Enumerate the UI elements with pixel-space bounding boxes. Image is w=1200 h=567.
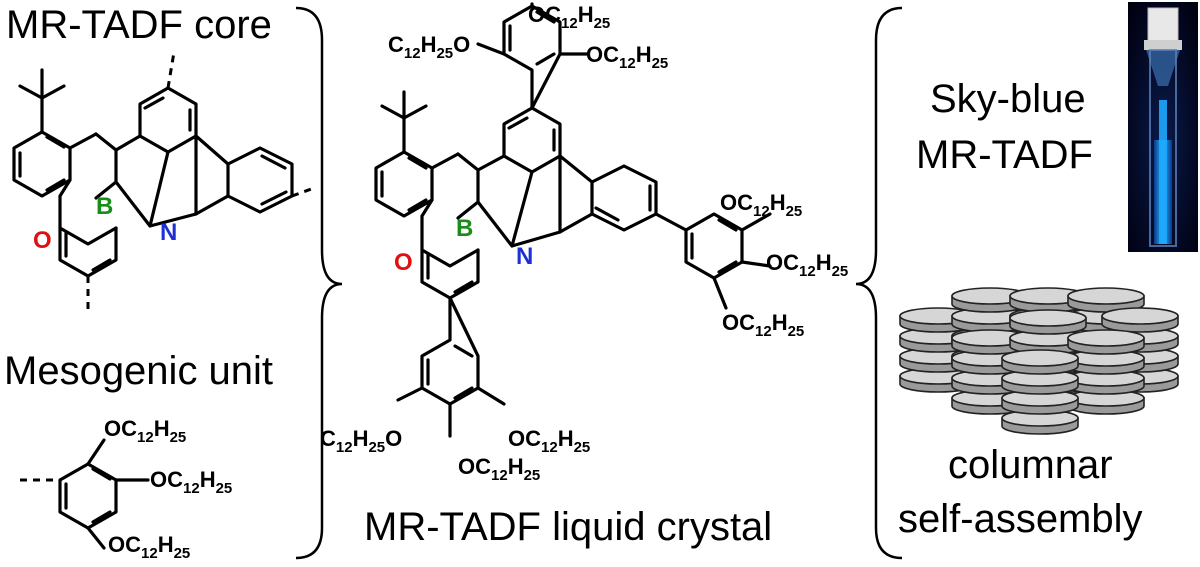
mesogen-oc-mid: OC12H25 — [150, 467, 232, 497]
lc-oc-bottom-right: OC12H25 — [508, 426, 590, 456]
lc-oc-top-right: OC12H25 — [586, 42, 668, 72]
oxygen-atom-core: O — [33, 227, 52, 254]
disk-top — [1067, 329, 1145, 347]
boron-atom-core: B — [96, 193, 113, 220]
lc-oc-right-bottom: OC12H25 — [722, 310, 804, 340]
lc-title: MR-TADF liquid crystal — [364, 505, 772, 549]
cuvette-photo — [1128, 2, 1198, 252]
lc-oc-top-center: OC12H25 — [528, 2, 610, 32]
lc-oc-right-top: OC12H25 — [720, 190, 802, 220]
oxygen-atom-lc: O — [394, 249, 413, 276]
emission-line1: Sky-blue — [930, 77, 1086, 121]
nitrogen-atom-core: N — [160, 219, 177, 246]
core-title: MR-TADF core — [6, 3, 272, 47]
left-brace — [295, 6, 343, 560]
columnar-disks — [899, 287, 1179, 435]
mesogen-title: Mesogenic unit — [4, 349, 273, 393]
lc-co-top-left: C12H25O — [388, 32, 470, 62]
mesogen-structure — [20, 438, 150, 550]
right-brace — [855, 6, 903, 560]
disk-top — [1009, 309, 1087, 327]
assembly-line1: columnar — [948, 443, 1113, 487]
disk-top — [1001, 349, 1079, 367]
mesogen-oc-bottom: OC12H25 — [108, 532, 190, 562]
core-structure — [12, 51, 315, 312]
disk-top — [1101, 307, 1179, 325]
lc-oc-bottom-center: OC12H25 — [458, 454, 540, 484]
boron-atom-lc: B — [456, 215, 473, 242]
nitrogen-atom-lc: N — [516, 243, 533, 270]
assembly-line2: self-assembly — [898, 497, 1143, 541]
lc-co-bottom-left: C12H25O — [320, 426, 402, 456]
mesogen-oc-top: OC12H25 — [104, 416, 186, 446]
emission-line2: MR-TADF — [916, 133, 1093, 177]
lc-oc-right-mid: OC12H25 — [766, 250, 848, 280]
disk-top — [1067, 287, 1145, 305]
lc-structure — [374, 2, 772, 438]
